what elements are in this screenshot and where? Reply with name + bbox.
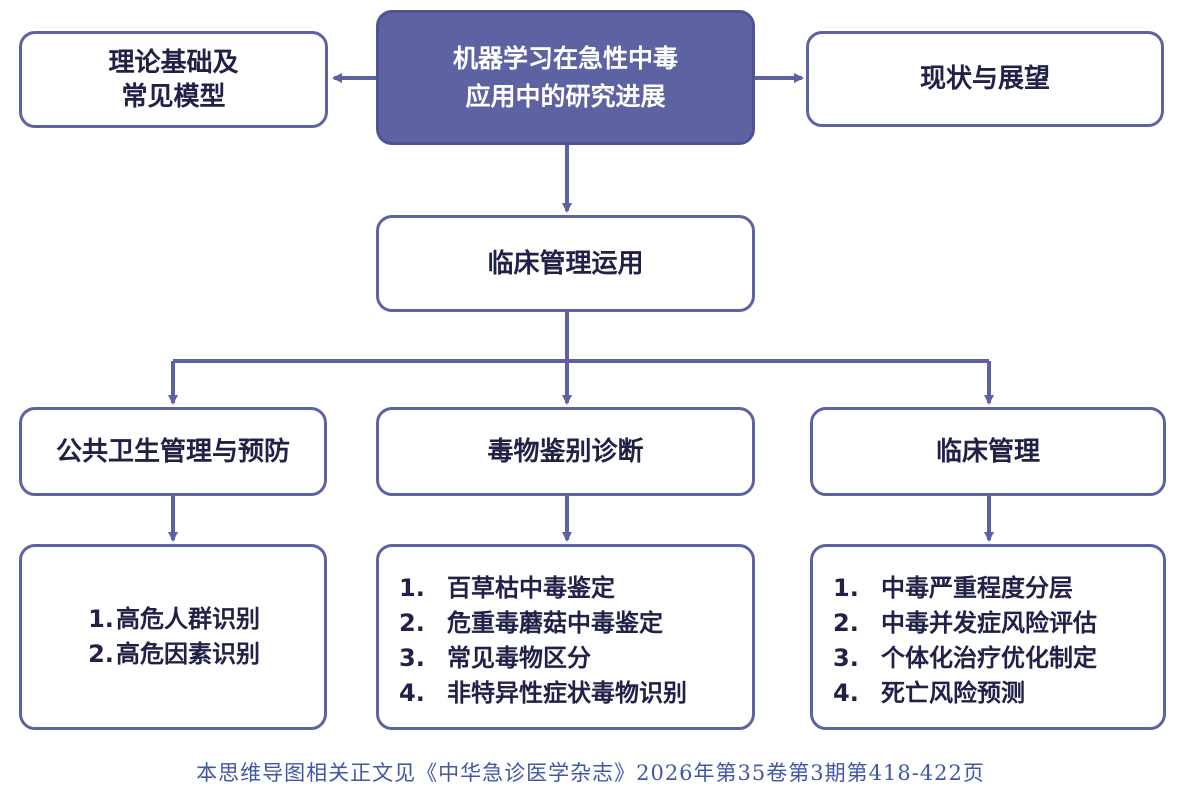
item-text: 高危因素识别	[116, 640, 260, 668]
item-text: 高危人群识别	[116, 605, 260, 633]
theory-box: 理论基础及 常见模型	[19, 31, 328, 128]
item-number: 1.	[88, 605, 114, 633]
item-text: 中毒并发症风险评估	[881, 609, 1097, 637]
identification-list: 1. 百草枯中毒鉴定 2. 危重毒蘑菇中毒鉴定 3. 常见毒物区分 4. 非特异性症状毒…	[399, 571, 752, 711]
item-number: 1.	[399, 574, 425, 602]
branch-toxicant-identification-label: 毒物鉴别诊断	[487, 436, 644, 467]
root-topic-line1: 机器学习在急性中毒	[452, 43, 678, 73]
item-number: 1.	[833, 574, 859, 602]
theory-box-line2: 常见模型	[121, 81, 226, 112]
public-health-list: 1.高危人群识别 2.高危因素识别	[86, 602, 260, 672]
item-number: 2.	[833, 609, 859, 637]
clinical-application-box: 临床管理运用	[376, 215, 755, 312]
list-item: 3. 个体化治疗优化制定	[833, 641, 1163, 676]
outlook-box: 现状与展望	[806, 31, 1164, 127]
list-item: 1. 百草枯中毒鉴定	[399, 571, 752, 606]
item-number: 3.	[833, 644, 859, 672]
list-item: 4. 非特异性症状毒物识别	[399, 676, 752, 711]
item-number: 4.	[399, 679, 425, 707]
outlook-box-label: 现状与展望	[919, 64, 1050, 94]
branch-clinical-management-label: 临床管理	[935, 436, 1040, 467]
item-text: 百草枯中毒鉴定	[447, 574, 615, 602]
clinical-application-label: 临床管理运用	[487, 248, 644, 279]
item-text: 死亡风险预测	[881, 679, 1025, 707]
item-number: 4.	[833, 679, 859, 707]
item-text: 非特异性症状毒物识别	[447, 679, 687, 707]
item-text: 中毒严重程度分层	[881, 574, 1073, 602]
list-item: 2. 中毒并发症风险评估	[833, 606, 1163, 641]
root-topic-line2: 应用中的研究进展	[465, 81, 666, 111]
branch-public-health: 公共卫生管理与预防	[19, 407, 327, 496]
branch-public-health-label: 公共卫生管理与预防	[55, 436, 290, 467]
item-number: 2.	[399, 609, 425, 637]
item-text: 个体化治疗优化制定	[881, 644, 1097, 672]
theory-box-line1: 理论基础及	[108, 47, 239, 78]
branch-clinical-management: 临床管理	[810, 407, 1166, 496]
list-item: 1.高危人群识别	[86, 602, 260, 637]
root-topic-box: 机器学习在急性中毒 应用中的研究进展	[376, 10, 755, 145]
identification-list-box: 1. 百草枯中毒鉴定 2. 危重毒蘑菇中毒鉴定 3. 常见毒物区分 4. 非特异性症状毒…	[376, 544, 755, 730]
source-citation: 本思维导图相关正文见《中华急诊医学杂志》2026年第35卷第3期第418-422…	[196, 761, 985, 785]
list-item: 4. 死亡风险预测	[833, 676, 1163, 711]
list-item: 1. 中毒严重程度分层	[833, 571, 1163, 606]
clinical-list: 1. 中毒严重程度分层 2. 中毒并发症风险评估 3. 个体化治疗优化制定 4. 死亡风…	[833, 571, 1163, 711]
list-item: 3. 常见毒物区分	[399, 641, 752, 676]
clinical-list-box: 1. 中毒严重程度分层 2. 中毒并发症风险评估 3. 个体化治疗优化制定 4. 死亡风…	[810, 544, 1166, 730]
item-text: 危重毒蘑菇中毒鉴定	[447, 609, 663, 637]
list-item: 2.高危因素识别	[86, 637, 260, 672]
public-health-list-box: 1.高危人群识别 2.高危因素识别	[19, 544, 327, 730]
item-number: 3.	[399, 644, 425, 672]
item-text: 常见毒物区分	[447, 644, 591, 672]
list-item: 2. 危重毒蘑菇中毒鉴定	[399, 606, 752, 641]
item-number: 2.	[88, 640, 114, 668]
branch-toxicant-identification: 毒物鉴别诊断	[376, 407, 755, 496]
